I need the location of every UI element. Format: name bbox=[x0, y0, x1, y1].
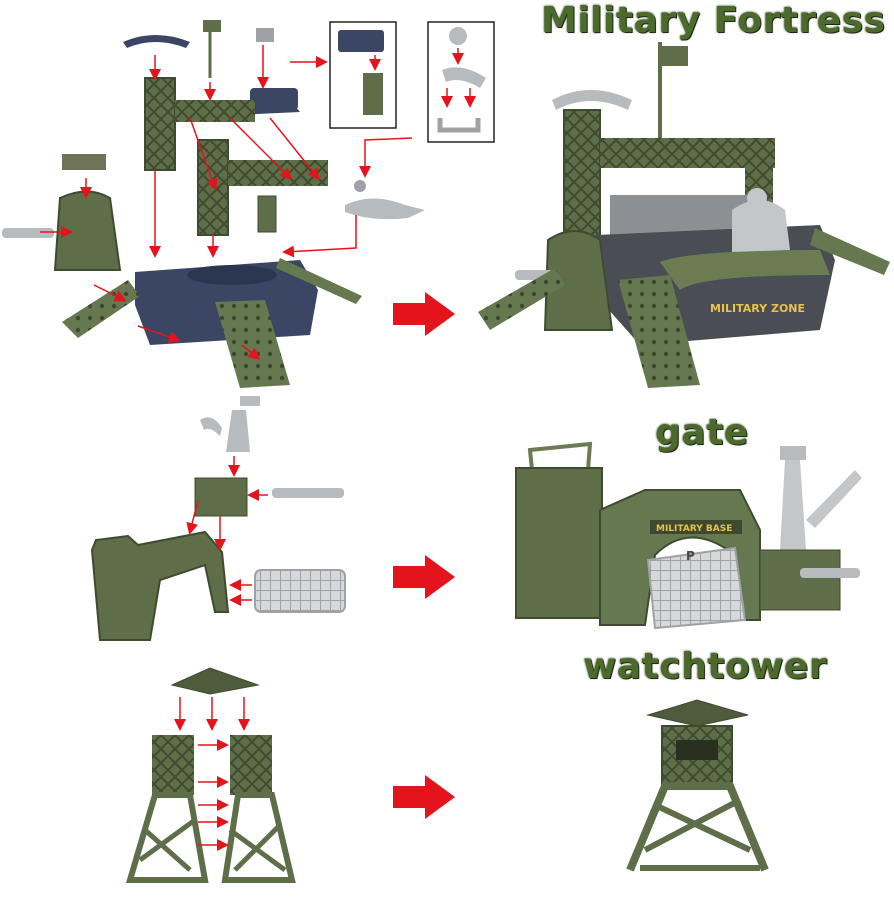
military-base-decal: MILITARY BASE bbox=[656, 524, 732, 534]
fortress-exploded-diagram bbox=[2, 20, 495, 388]
title-military-fortress: Military Fortress bbox=[541, 0, 886, 41]
gate-exploded-diagram bbox=[90, 396, 346, 641]
gate-badge: P bbox=[686, 549, 695, 563]
military-zone-decal: MILITARY ZONE bbox=[710, 302, 805, 315]
watchtower-exploded-diagram bbox=[125, 667, 296, 883]
gate-assembled-photo: MILITARY BASE P bbox=[515, 441, 862, 630]
big-arrow-icon bbox=[393, 555, 455, 599]
big-arrow-icon bbox=[393, 775, 455, 819]
title-watchtower: watchtower bbox=[583, 646, 828, 687]
fortress-assembled-photo: MILITARY ZONE bbox=[478, 42, 890, 388]
big-arrow-icon bbox=[393, 292, 455, 336]
watchtower-assembled-photo bbox=[626, 699, 769, 872]
title-gate: gate bbox=[655, 412, 749, 453]
